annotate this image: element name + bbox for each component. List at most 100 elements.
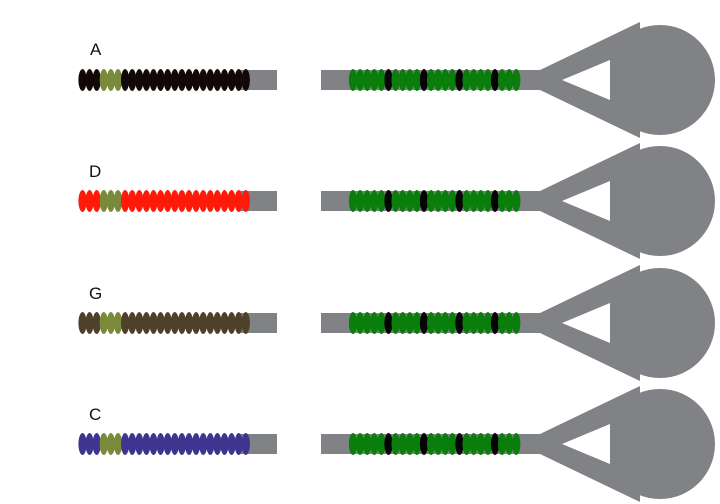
right-bead <box>370 312 379 334</box>
right-bead <box>498 433 507 455</box>
left-bead <box>142 190 151 212</box>
left-bead <box>241 312 250 334</box>
left-bead <box>213 433 222 455</box>
right-bead <box>391 433 400 455</box>
left-bead <box>234 190 243 212</box>
right-bead <box>412 312 421 334</box>
spacer-bead <box>99 190 108 212</box>
left-bead <box>135 433 144 455</box>
left-bead <box>234 433 243 455</box>
left-bead <box>170 312 179 334</box>
left-bead <box>227 312 236 334</box>
left-bead <box>92 190 101 212</box>
right-bead <box>483 312 492 334</box>
right-bead <box>505 69 514 91</box>
right-bead <box>348 69 358 91</box>
left-bead <box>156 190 165 212</box>
left-bead <box>149 69 158 91</box>
right-bead <box>512 433 521 455</box>
right-bead <box>405 312 414 334</box>
right-bead <box>434 312 443 334</box>
spacer-bead <box>99 433 108 455</box>
left-bead <box>220 433 229 455</box>
left-bead <box>199 312 208 334</box>
right-bead <box>476 69 485 91</box>
left-bead <box>121 433 130 455</box>
left-bead <box>135 312 144 334</box>
left-bead <box>85 69 94 91</box>
left-bead <box>92 69 101 91</box>
head-disc-g <box>605 268 715 378</box>
marker-bead <box>455 433 464 455</box>
left-bead <box>163 190 172 212</box>
head-disc-a <box>605 25 715 135</box>
right-bead <box>363 312 372 334</box>
right-bead <box>434 69 443 91</box>
marker-bead <box>419 190 429 212</box>
right-bead <box>498 69 507 91</box>
right-bead <box>512 190 521 212</box>
right-bead <box>377 190 386 212</box>
left-bead <box>121 312 130 334</box>
right-bead <box>498 190 507 212</box>
right-bead <box>363 69 372 91</box>
right-bead <box>363 190 372 212</box>
left-bead <box>227 433 236 455</box>
right-bead <box>377 69 386 91</box>
left-bead <box>78 69 87 91</box>
left-bead <box>206 433 215 455</box>
left-bead <box>192 433 201 455</box>
marker-bead <box>455 190 464 212</box>
right-bead <box>377 312 386 334</box>
right-bead <box>398 433 407 455</box>
left-bead <box>206 69 215 91</box>
left-bead <box>149 190 158 212</box>
marker-bead <box>384 312 393 334</box>
left-bead <box>220 190 229 212</box>
left-bead <box>241 69 250 91</box>
right-bead <box>427 312 436 334</box>
left-bead <box>184 433 194 455</box>
right-bead <box>512 312 521 334</box>
row-label-g: G <box>89 284 103 303</box>
left-bead <box>78 312 87 334</box>
right-bead <box>356 312 365 334</box>
left-bead <box>85 312 94 334</box>
left-bead <box>135 69 144 91</box>
left-bead <box>78 433 87 455</box>
spacer-bead <box>113 312 123 334</box>
right-bead <box>483 433 492 455</box>
right-bead <box>441 69 450 91</box>
right-bead <box>476 433 485 455</box>
right-bead <box>348 190 358 212</box>
right-bead <box>405 190 414 212</box>
marker-bead <box>490 433 500 455</box>
marker-bead <box>490 190 500 212</box>
right-bead <box>398 69 407 91</box>
left-bead <box>149 312 158 334</box>
head-opening-a <box>562 60 610 100</box>
left-bead <box>241 433 250 455</box>
left-bead <box>199 69 208 91</box>
left-bead <box>170 190 179 212</box>
left-bead <box>128 312 137 334</box>
left-bead <box>121 190 130 212</box>
right-bead <box>469 190 478 212</box>
left-bead <box>177 69 186 91</box>
left-bead <box>227 190 236 212</box>
right-bead <box>498 312 507 334</box>
left-bead <box>184 190 194 212</box>
left-bead <box>241 190 250 212</box>
spacer-bead <box>99 312 108 334</box>
row-label-d: D <box>89 162 102 181</box>
marker-bead <box>384 190 393 212</box>
right-bead <box>412 69 421 91</box>
right-bead <box>434 190 443 212</box>
right-bead <box>462 433 471 455</box>
left-bead <box>192 312 201 334</box>
left-bead <box>184 69 194 91</box>
left-bead <box>92 433 101 455</box>
right-bead <box>356 433 365 455</box>
